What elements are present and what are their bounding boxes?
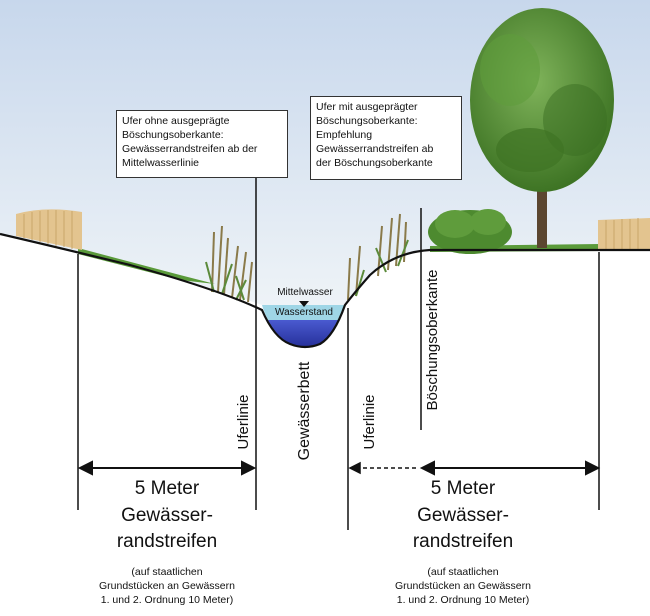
riverbed-label: Gewässerbett <box>296 361 313 461</box>
left-strip-note: (auf staatlichen Grundstücken an Gewässe… <box>99 566 235 606</box>
tree <box>470 8 614 248</box>
right-strip-name-line1: Gewässer- <box>417 505 509 526</box>
arrow-right-offset <box>348 461 418 475</box>
callout-without-embankment: Ufer ohne ausgeprägte Böschungsoberkante… <box>116 110 288 178</box>
callout-with-embankment: Ufer mit ausgeprägter Böschungsoberkante… <box>310 96 462 180</box>
water-surface <box>262 305 345 320</box>
reeds-left <box>205 225 253 303</box>
mean-water-label: Mittelwasser <box>277 287 333 298</box>
bush <box>428 209 512 254</box>
right-strip-width: 5 Meter <box>430 478 496 499</box>
mean-water-marker <box>299 301 309 307</box>
water-level-label: Wasserstand <box>275 307 333 318</box>
embankment-top-label: Böschungsoberkante <box>424 269 441 411</box>
right-strip-note: (auf staatlichen Grundstücken an Gewässe… <box>395 566 531 606</box>
hay-bale-right <box>598 218 650 250</box>
reference-lines <box>77 178 600 530</box>
left-strip-name-line1: Gewässer- <box>121 505 213 526</box>
arrow-right-strip <box>419 460 601 476</box>
left-strip-width: 5 Meter <box>134 478 200 499</box>
left-strip-name-line2: randstreifen <box>116 531 218 552</box>
right-strip-name-line2: randstreifen <box>412 531 514 552</box>
right-shore-label: Uferlinie <box>361 394 378 450</box>
arrow-left-strip <box>77 460 257 476</box>
left-shore-label: Uferlinie <box>235 394 252 450</box>
water-deep <box>268 320 338 347</box>
terrain-outline <box>0 232 650 349</box>
hay-bale-left <box>16 209 82 250</box>
